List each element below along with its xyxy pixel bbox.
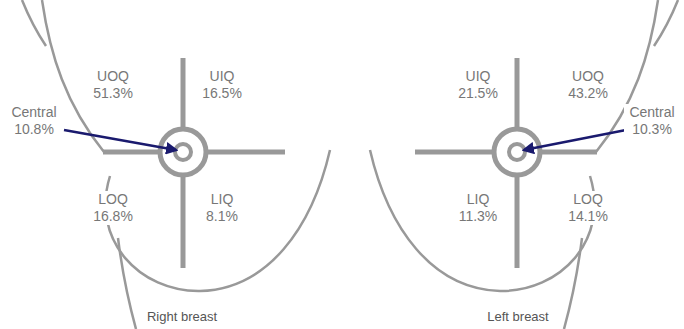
quadrant-label: UOQ 51.3% — [88, 68, 138, 102]
quadrant-label: LOQ 14.1% — [563, 191, 613, 225]
quadrant-label: UOQ 43.2% — [563, 68, 613, 102]
left-breast-outline — [370, 0, 678, 329]
breast-caption: Left breast — [485, 308, 550, 325]
quadrant-label: LIQ 11.3% — [453, 191, 503, 225]
right-breast-outline — [22, 0, 330, 329]
quadrant-label: LOQ 16.8% — [88, 191, 138, 225]
central-label: Central 10.3% — [624, 104, 680, 138]
quadrant-label: LIQ 8.1% — [197, 191, 247, 225]
breast-caption: Right breast — [145, 308, 219, 325]
leader-arrow — [524, 130, 626, 150]
central-label: Central 10.8% — [6, 104, 62, 138]
quadrant-label: UIQ 21.5% — [453, 68, 503, 102]
leader-arrow — [64, 130, 176, 150]
quadrant-label: UIQ 16.5% — [197, 68, 247, 102]
